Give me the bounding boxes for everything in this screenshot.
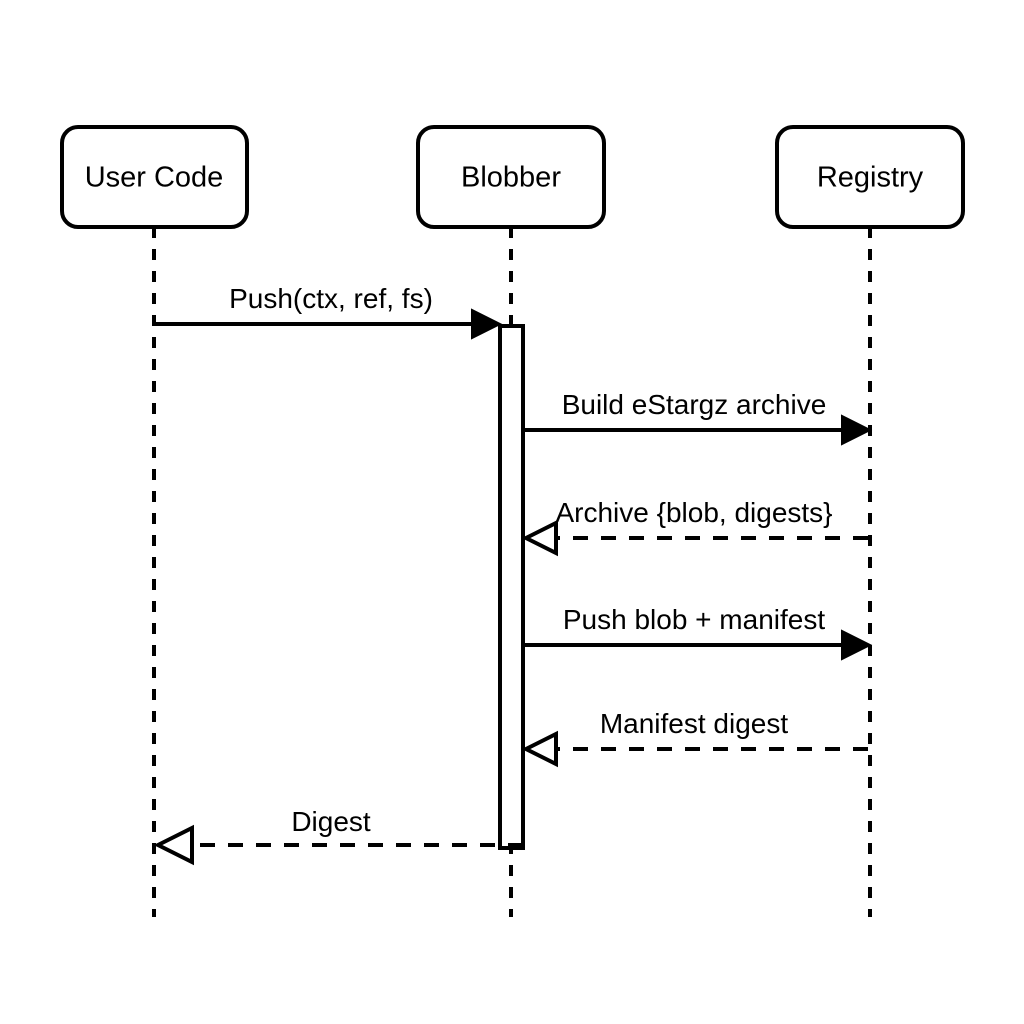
participant-box-registry[interactable] [775,125,965,229]
participant-blobber[interactable]: Blobber [416,125,606,229]
message-push-blob-manifest-arrowhead [841,629,873,661]
participant-registry[interactable]: Registry [775,125,965,229]
participant-label-blobber: Blobber [461,162,561,194]
message-digest-return-label: Digest [291,806,371,837]
message-digest-return-arrowhead [153,824,194,866]
message-archive-return-arrowhead [521,519,558,557]
participant-label-user-code: User Code [85,162,224,194]
message-manifest-digest-arrowhead [521,730,558,768]
message-manifest-digest-label: Manifest digest [600,708,789,739]
message-build-estargz-label: Build eStargz archive [562,389,827,420]
message-push: Push(ctx, ref, fs) [154,283,503,340]
message-build-estargz: Build eStargz archive [523,389,873,446]
participant-label-registry: Registry [817,162,924,194]
participant-box-blobber[interactable] [416,125,606,229]
message-manifest-digest: Manifest digest [521,708,868,768]
participant-box-user-code[interactable] [60,125,249,229]
message-push-label: Push(ctx, ref, fs) [229,283,433,314]
message-build-estargz-arrowhead [841,414,873,446]
message-push-blob-manifest-label: Push blob + manifest [563,604,825,635]
message-archive-return-label: Archive {blob, digests} [555,497,832,528]
message-push-blob-manifest: Push blob + manifest [523,604,873,661]
message-archive-return: Archive {blob, digests} [521,497,868,557]
message-digest-return: Digest [153,806,523,866]
message-push-arrowhead [471,308,503,340]
activation-bar-blobber [498,324,525,850]
participant-user-code[interactable]: User Code [60,125,249,229]
